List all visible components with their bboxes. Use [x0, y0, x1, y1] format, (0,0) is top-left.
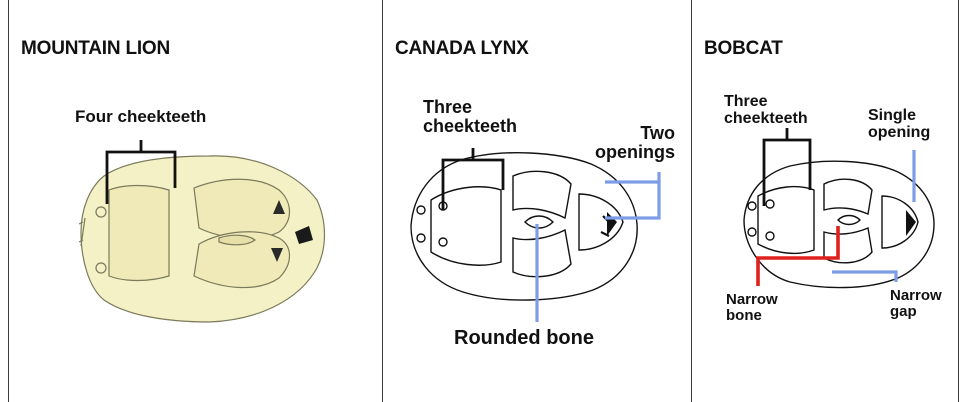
mountain-lion-skull [79, 156, 325, 322]
label-single-opening: Single opening [868, 108, 930, 142]
label-line: gap [890, 304, 942, 320]
label-line: Single [868, 108, 930, 125]
label-line: bone [726, 308, 778, 324]
label-line: cheekteeth [423, 117, 517, 136]
canada-lynx-skull [411, 153, 637, 300]
comparison-table: MOUNTAIN LION Four cheekteeth CANADA [8, 0, 959, 402]
label-line: Three [423, 98, 517, 117]
label-line: Narrow [726, 292, 778, 308]
panel-bobcat: BOBCAT [692, 0, 960, 402]
label-narrow-gap: Narrow gap [890, 288, 942, 320]
panel-canada-lynx: CANADA LYNX [383, 0, 691, 402]
label-line: opening [868, 125, 930, 142]
label-narrow-bone: Narrow bone [726, 292, 778, 324]
label-line: Three [724, 94, 808, 111]
label-three-cheekteeth: Three cheekteeth [724, 94, 808, 128]
label-line: Narrow [890, 288, 942, 304]
label-line: Two [593, 124, 675, 143]
label-three-cheekteeth: Three cheekteeth [423, 98, 517, 136]
label-rounded-bone: Rounded bone [454, 328, 594, 349]
label-four-cheekteeth: Four cheekteeth [75, 108, 206, 126]
panel-mountain-lion: MOUNTAIN LION Four cheekteeth [9, 0, 382, 402]
mountain-lion-skull-diagram [9, 0, 382, 402]
label-two-openings: Two openings [593, 124, 675, 162]
bobcat-skull [744, 161, 934, 287]
label-line: openings [593, 143, 675, 162]
label-line: cheekteeth [724, 111, 808, 128]
bobcat-skull-diagram [692, 0, 960, 402]
